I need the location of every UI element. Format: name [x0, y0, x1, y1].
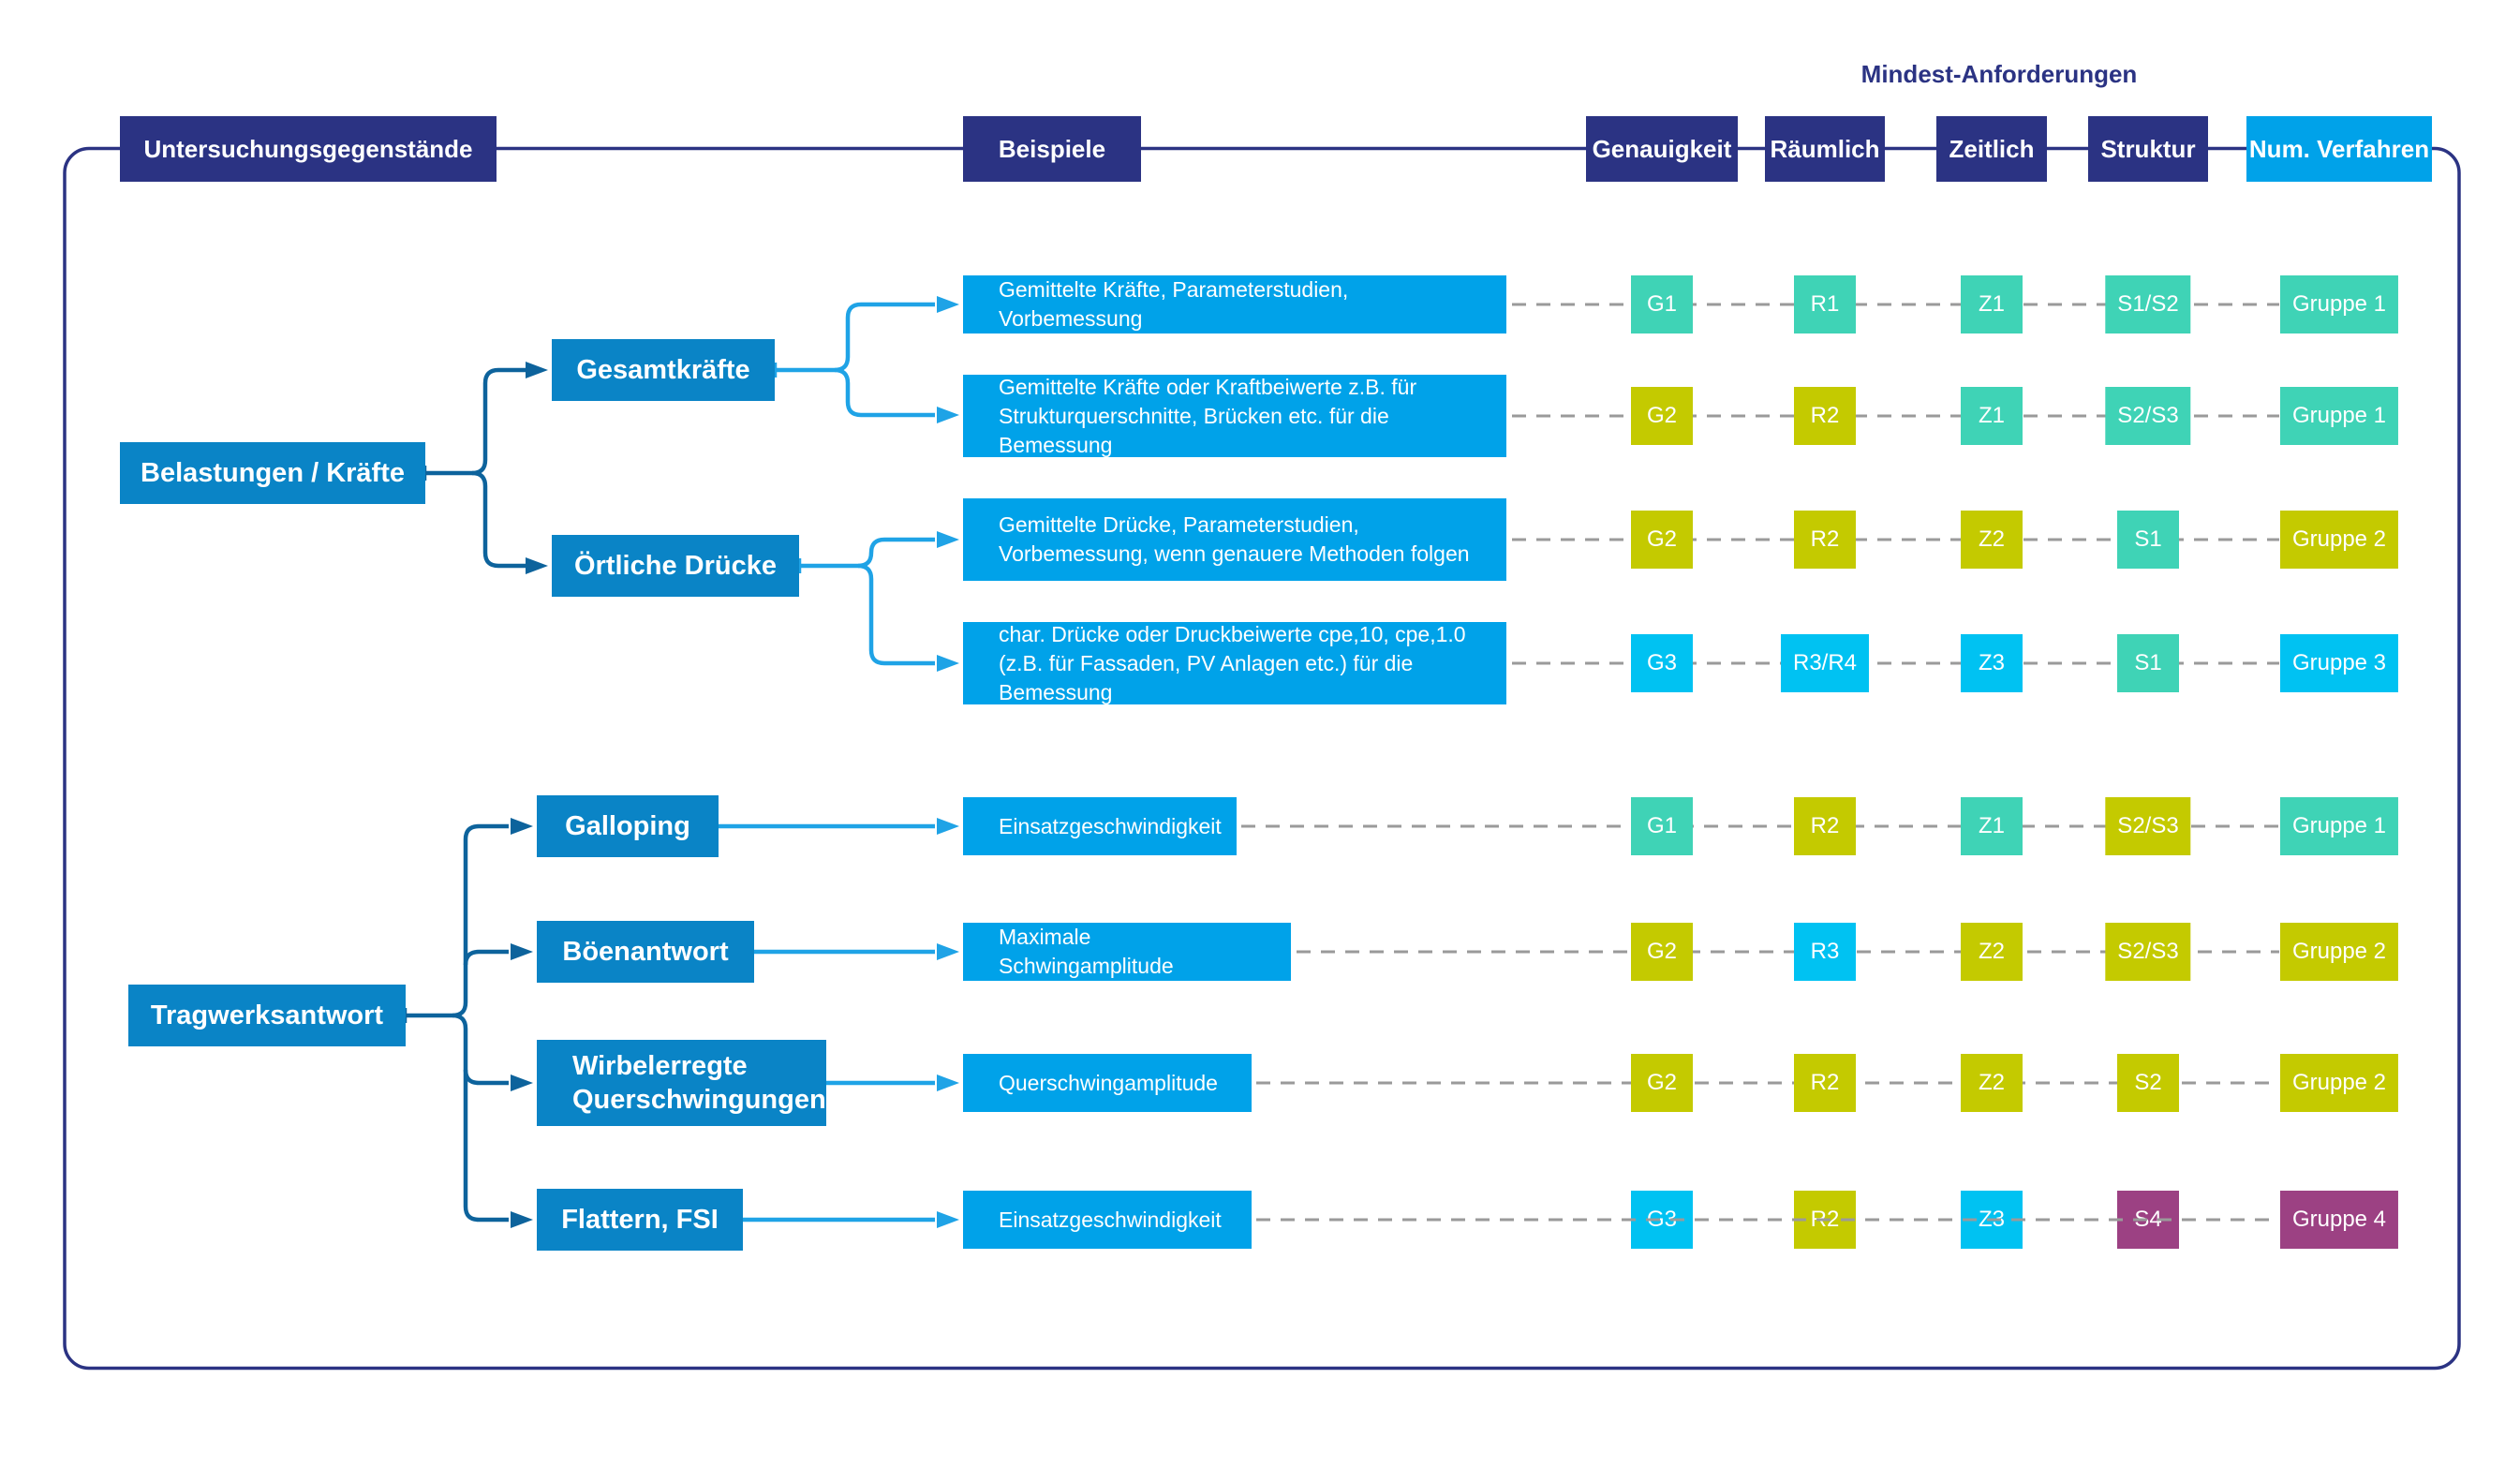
tag-gruppe-row3: Gruppe 2: [2279, 511, 2399, 569]
connector-lower-children: [719, 823, 935, 1223]
tag-zeitlich-row5: Z1: [1961, 797, 2023, 855]
tag-raeumlich-row4: R3/R4: [1780, 634, 1870, 692]
connector-response-fork: [402, 823, 509, 1223]
tag-struktur-row5: S2/S3: [2105, 797, 2191, 855]
tag-gruppe-row6: Gruppe 2: [2279, 923, 2399, 981]
connector-loads-arrowheads: [526, 362, 548, 574]
tag-zeitlich-row6: Z2: [1961, 923, 2023, 981]
tag-raeumlich-row1: R1: [1794, 275, 1856, 333]
header-col-struktur: Struktur: [2088, 116, 2208, 182]
tag-genauigkeit-row7: G2: [1631, 1054, 1693, 1112]
tag-zeitlich-row4: Z3: [1961, 634, 2023, 692]
tag-raeumlich-row2: R2: [1794, 387, 1856, 445]
tag-genauigkeit-row5: G1: [1631, 797, 1693, 855]
example-row-7: Querschwingamplitude: [963, 1054, 1252, 1112]
tag-raeumlich-row7: R2: [1794, 1054, 1856, 1112]
example-row-8: Einsatzgeschwindigkeit: [963, 1191, 1252, 1249]
connector-oertliche-druecke: [796, 537, 935, 666]
tag-struktur-row6: S2/S3: [2105, 923, 2191, 981]
tag-struktur-row7: S2: [2117, 1054, 2179, 1112]
tag-zeitlich-row1: Z1: [1961, 275, 2023, 333]
node-flattern-fsi: Flattern, FSI: [537, 1189, 743, 1251]
tag-genauigkeit-row6: G2: [1631, 923, 1693, 981]
header-col-num-verfahren: Num. Verfahren: [2246, 116, 2432, 182]
tag-raeumlich-row8: R2: [1794, 1191, 1856, 1249]
header-beispiele: Beispiele: [963, 116, 1141, 182]
connector-light-arrowheads: [937, 296, 959, 1228]
tag-raeumlich-row5: R2: [1794, 797, 1856, 855]
node-belastungen-kraefte: Belastungen / Kräfte: [120, 442, 425, 504]
tag-zeitlich-row3: Z2: [1961, 511, 2023, 569]
connector-gesamtkraefte: [772, 302, 935, 418]
tag-struktur-row3: S1: [2117, 511, 2179, 569]
tag-struktur-row4: S1: [2117, 634, 2179, 692]
tag-genauigkeit-row3: G2: [1631, 511, 1693, 569]
tag-gruppe-row7: Gruppe 2: [2279, 1054, 2399, 1112]
header-col-raeumlich: Räumlich: [1765, 116, 1885, 182]
tag-gruppe-row1: Gruppe 1: [2279, 275, 2399, 333]
node-oertliche-druecke: Örtliche Drücke: [552, 535, 799, 597]
tag-genauigkeit-row1: G1: [1631, 275, 1693, 333]
example-row-1: Gemittelte Kräfte, Parameterstudien, Vor…: [963, 275, 1506, 333]
tag-raeumlich-row3: R2: [1794, 511, 1856, 569]
node-boeenantwort: Böenantwort: [537, 921, 754, 983]
tag-zeitlich-row7: Z2: [1961, 1054, 2023, 1112]
tag-struktur-row2: S2/S3: [2105, 387, 2191, 445]
tag-gruppe-row4: Gruppe 3: [2279, 634, 2399, 692]
node-wirbelerregte-querschwingungen: Wirbelerregte Querschwingungen: [537, 1040, 826, 1126]
tag-struktur-row1: S1/S2: [2105, 275, 2191, 333]
example-row-5: Einsatzgeschwindigkeit: [963, 797, 1237, 855]
tag-zeitlich-row8: Z3: [1961, 1191, 2023, 1249]
node-gesamtkraefte: Gesamtkräfte: [552, 339, 775, 401]
tag-genauigkeit-row8: G3: [1631, 1191, 1693, 1249]
tag-raeumlich-row6: R3: [1794, 923, 1856, 981]
example-row-4: char. Drücke oder Druckbeiwerte cpe,10, …: [963, 622, 1506, 704]
header-mindest-anforderungen: Mindest-Anforderungen: [1860, 60, 2138, 88]
tag-genauigkeit-row4: G3: [1631, 634, 1693, 692]
header-col-zeitlich: Zeitlich: [1936, 116, 2047, 182]
connector-response-arrowheads: [511, 818, 533, 1228]
example-row-3: Gemittelte Drücke, Parameterstudien, Vor…: [963, 498, 1506, 581]
tag-gruppe-row2: Gruppe 1: [2279, 387, 2399, 445]
header-untersuchungsgegenstaende: Untersuchungsgegenstände: [120, 116, 497, 182]
node-galloping: Galloping: [537, 795, 719, 857]
tag-genauigkeit-row2: G2: [1631, 387, 1693, 445]
tag-gruppe-row8: Gruppe 4: [2279, 1191, 2399, 1249]
tag-zeitlich-row2: Z1: [1961, 387, 2023, 445]
tag-gruppe-row5: Gruppe 1: [2279, 797, 2399, 855]
node-tragwerksantwort: Tragwerksantwort: [128, 985, 406, 1046]
tag-struktur-row8: S4: [2117, 1191, 2179, 1249]
example-row-2: Gemittelte Kräfte oder Kraftbeiwerte z.B…: [963, 375, 1506, 457]
connector-loads-fork: [422, 367, 526, 569]
example-row-6: Maximale Schwingamplitude: [963, 923, 1291, 981]
header-col-genauigkeit: Genauigkeit: [1586, 116, 1738, 182]
